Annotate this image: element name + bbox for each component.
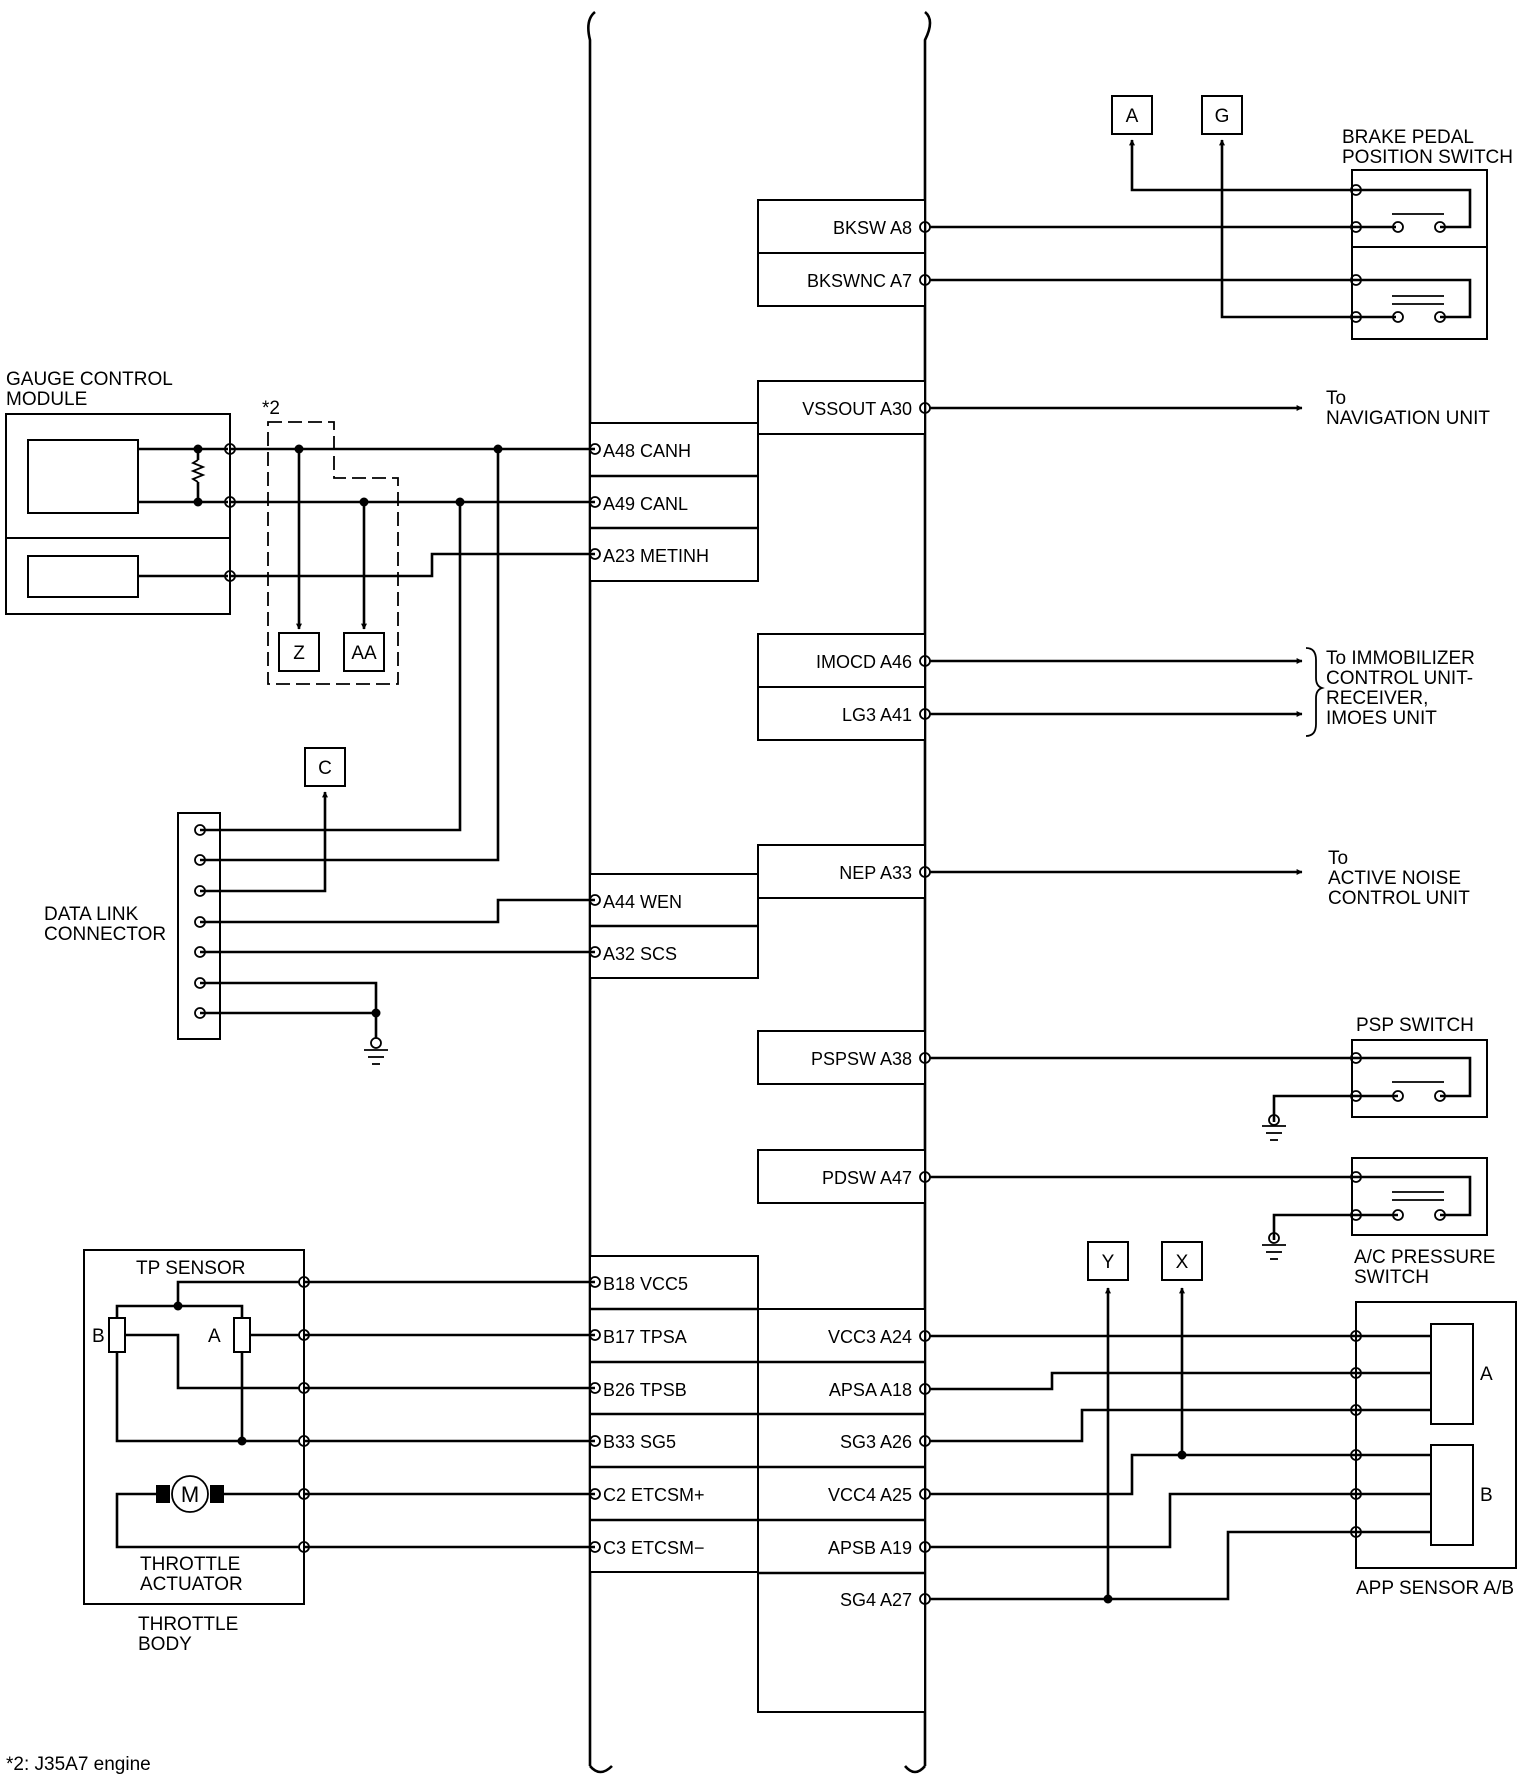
- svg-text:M: M: [181, 1482, 199, 1507]
- pin-pdsw-label: PDSW A47: [822, 1168, 912, 1188]
- gauge-control-module: GAUGE CONTROL MODULE: [5, 369, 231, 615]
- svg-text:A: A: [1480, 1364, 1493, 1385]
- svg-text:ACTUATOR: ACTUATOR: [140, 1574, 243, 1595]
- svg-text:C: C: [318, 758, 332, 779]
- svg-text:DATA LINK: DATA LINK: [44, 904, 139, 925]
- pin-pspsw-label: PSPSW A38: [811, 1049, 912, 1069]
- ecm-right-terminals: [919, 221, 931, 1605]
- app-sensor-wires: [930, 1287, 1362, 1604]
- pin-sg4-label: SG4 A27: [840, 1590, 912, 1610]
- pin-tpsa-label: B17 TPSA: [603, 1327, 687, 1347]
- ecm-left-pin-labels: A48 CANH A49 CANL A23 METINH A44 WEN A32…: [603, 441, 709, 1558]
- ecm-left-pin-boxes: [589, 422, 759, 1573]
- brake-wires: [930, 139, 1362, 323]
- psp-switch: PSP SWITCH: [930, 1015, 1488, 1141]
- pin-etcsmp-label: C2 ETCSM+: [603, 1485, 705, 1505]
- svg-text:THROTTLE: THROTTLE: [140, 1554, 240, 1575]
- pin-sg3-label: SG3 A26: [840, 1432, 912, 1452]
- navigation-unit-output: To NAVIGATION UNIT: [930, 388, 1490, 429]
- svg-text:A: A: [1126, 106, 1139, 127]
- pin-nep-label: NEP A33: [839, 863, 912, 883]
- svg-text:GAUGE CONTROL: GAUGE CONTROL: [6, 369, 173, 390]
- svg-text:B: B: [92, 1326, 105, 1347]
- brake-switch-label-1: BRAKE PEDAL: [1342, 127, 1474, 148]
- svg-text:APP SENSOR A/B: APP SENSOR A/B: [1356, 1578, 1514, 1599]
- svg-text:NAVIGATION UNIT: NAVIGATION UNIT: [1326, 408, 1490, 429]
- can-bus-wires: [224, 443, 601, 630]
- svg-text:B: B: [1480, 1485, 1493, 1506]
- svg-text:To: To: [1326, 388, 1346, 409]
- pin-sg5-label: B33 SG5: [603, 1432, 676, 1452]
- svg-text:CONTROL UNIT-: CONTROL UNIT-: [1326, 668, 1473, 689]
- svg-text:TP SENSOR: TP SENSOR: [136, 1258, 245, 1279]
- brake-switch-label-2: POSITION SWITCH: [1342, 147, 1513, 168]
- ac-pressure-switch: A/C PRESSURE SWITCH: [930, 1157, 1495, 1288]
- svg-text:X: X: [1176, 1252, 1189, 1273]
- svg-text:*2: *2: [262, 398, 280, 419]
- svg-text:Y: Y: [1102, 1252, 1115, 1273]
- pin-canl-label: A49 CANL: [603, 494, 688, 514]
- svg-text:PSP SWITCH: PSP SWITCH: [1356, 1015, 1474, 1036]
- svg-text:A/C PRESSURE: A/C PRESSURE: [1354, 1247, 1495, 1268]
- immobilizer-output: To IMMOBILIZER CONTROL UNIT- RECEIVER, I…: [930, 647, 1475, 737]
- pin-bkswnc-label: BKSWNC A7: [807, 271, 912, 291]
- svg-text:MODULE: MODULE: [6, 389, 87, 410]
- j35a7-option-group: *2 Z AA: [262, 398, 399, 685]
- pin-lg3-label: LG3 A41: [842, 705, 912, 725]
- svg-text:To: To: [1328, 848, 1348, 869]
- ref-box-x: X: [1161, 1241, 1203, 1281]
- svg-text:ACTIVE NOISE: ACTIVE NOISE: [1328, 868, 1461, 889]
- svg-text:CONNECTOR: CONNECTOR: [44, 924, 166, 945]
- svg-text:A: A: [208, 1326, 221, 1347]
- svg-text:G: G: [1215, 106, 1230, 127]
- pin-metinh-label: A23 METINH: [603, 546, 709, 566]
- svg-text:SWITCH: SWITCH: [1354, 1267, 1429, 1288]
- pin-canh-label: A48 CANH: [603, 441, 691, 461]
- data-link-connector: DATA LINK CONNECTOR C: [44, 449, 601, 1065]
- active-noise-output: To ACTIVE NOISE CONTROL UNIT: [930, 848, 1470, 909]
- ecm-right-pin-boxes: [757, 199, 926, 1713]
- svg-text:BODY: BODY: [138, 1634, 192, 1655]
- footnote: *2: J35A7 engine: [6, 1754, 151, 1775]
- svg-text:THROTTLE: THROTTLE: [138, 1614, 238, 1635]
- svg-text:CONTROL UNIT: CONTROL UNIT: [1328, 888, 1470, 909]
- brake-pedal-position-switch: BRAKE PEDAL POSITION SWITCH: [1342, 127, 1513, 340]
- svg-text:IMOES UNIT: IMOES UNIT: [1326, 708, 1437, 729]
- pin-bksw-label: BKSW A8: [833, 218, 912, 238]
- ecm-body: [587, 10, 932, 1774]
- svg-text:To IMMOBILIZER: To IMMOBILIZER: [1326, 648, 1475, 669]
- svg-text:RECEIVER,: RECEIVER,: [1326, 688, 1428, 709]
- ref-box-g: G: [1201, 95, 1243, 135]
- svg-text:Z: Z: [293, 643, 305, 664]
- svg-text:AA: AA: [351, 643, 377, 664]
- ref-box-y: Y: [1087, 1241, 1129, 1281]
- pin-tpsb-label: B26 TPSB: [603, 1380, 687, 1400]
- pin-vssout-label: VSSOUT A30: [802, 399, 912, 419]
- app-sensor: A B APP SENSOR A/B: [1355, 1301, 1517, 1599]
- pin-vcc5-label: B18 VCC5: [603, 1274, 688, 1294]
- pin-scs-label: A32 SCS: [603, 944, 677, 964]
- throttle-body: TP SENSOR B A M THROTTLE ACTUATOR THROTT…: [83, 1249, 305, 1655]
- throttle-wires: [298, 1276, 601, 1553]
- pin-wen-label: A44 WEN: [603, 892, 682, 912]
- pin-etcsmm-label: C3 ETCSM−: [603, 1538, 705, 1558]
- pin-vcc3-label: VCC3 A24: [828, 1327, 912, 1347]
- pin-apsb-label: APSB A19: [828, 1538, 912, 1558]
- ecm-right-pin-labels: BKSW A8 BKSWNC A7 VSSOUT A30 IMOCD A46 L…: [802, 218, 912, 1610]
- pin-apsa-label: APSA A18: [829, 1380, 912, 1400]
- pin-vcc4-label: VCC4 A25: [828, 1485, 912, 1505]
- pin-imocd-label: IMOCD A46: [816, 652, 912, 672]
- ref-box-a: A: [1111, 95, 1153, 135]
